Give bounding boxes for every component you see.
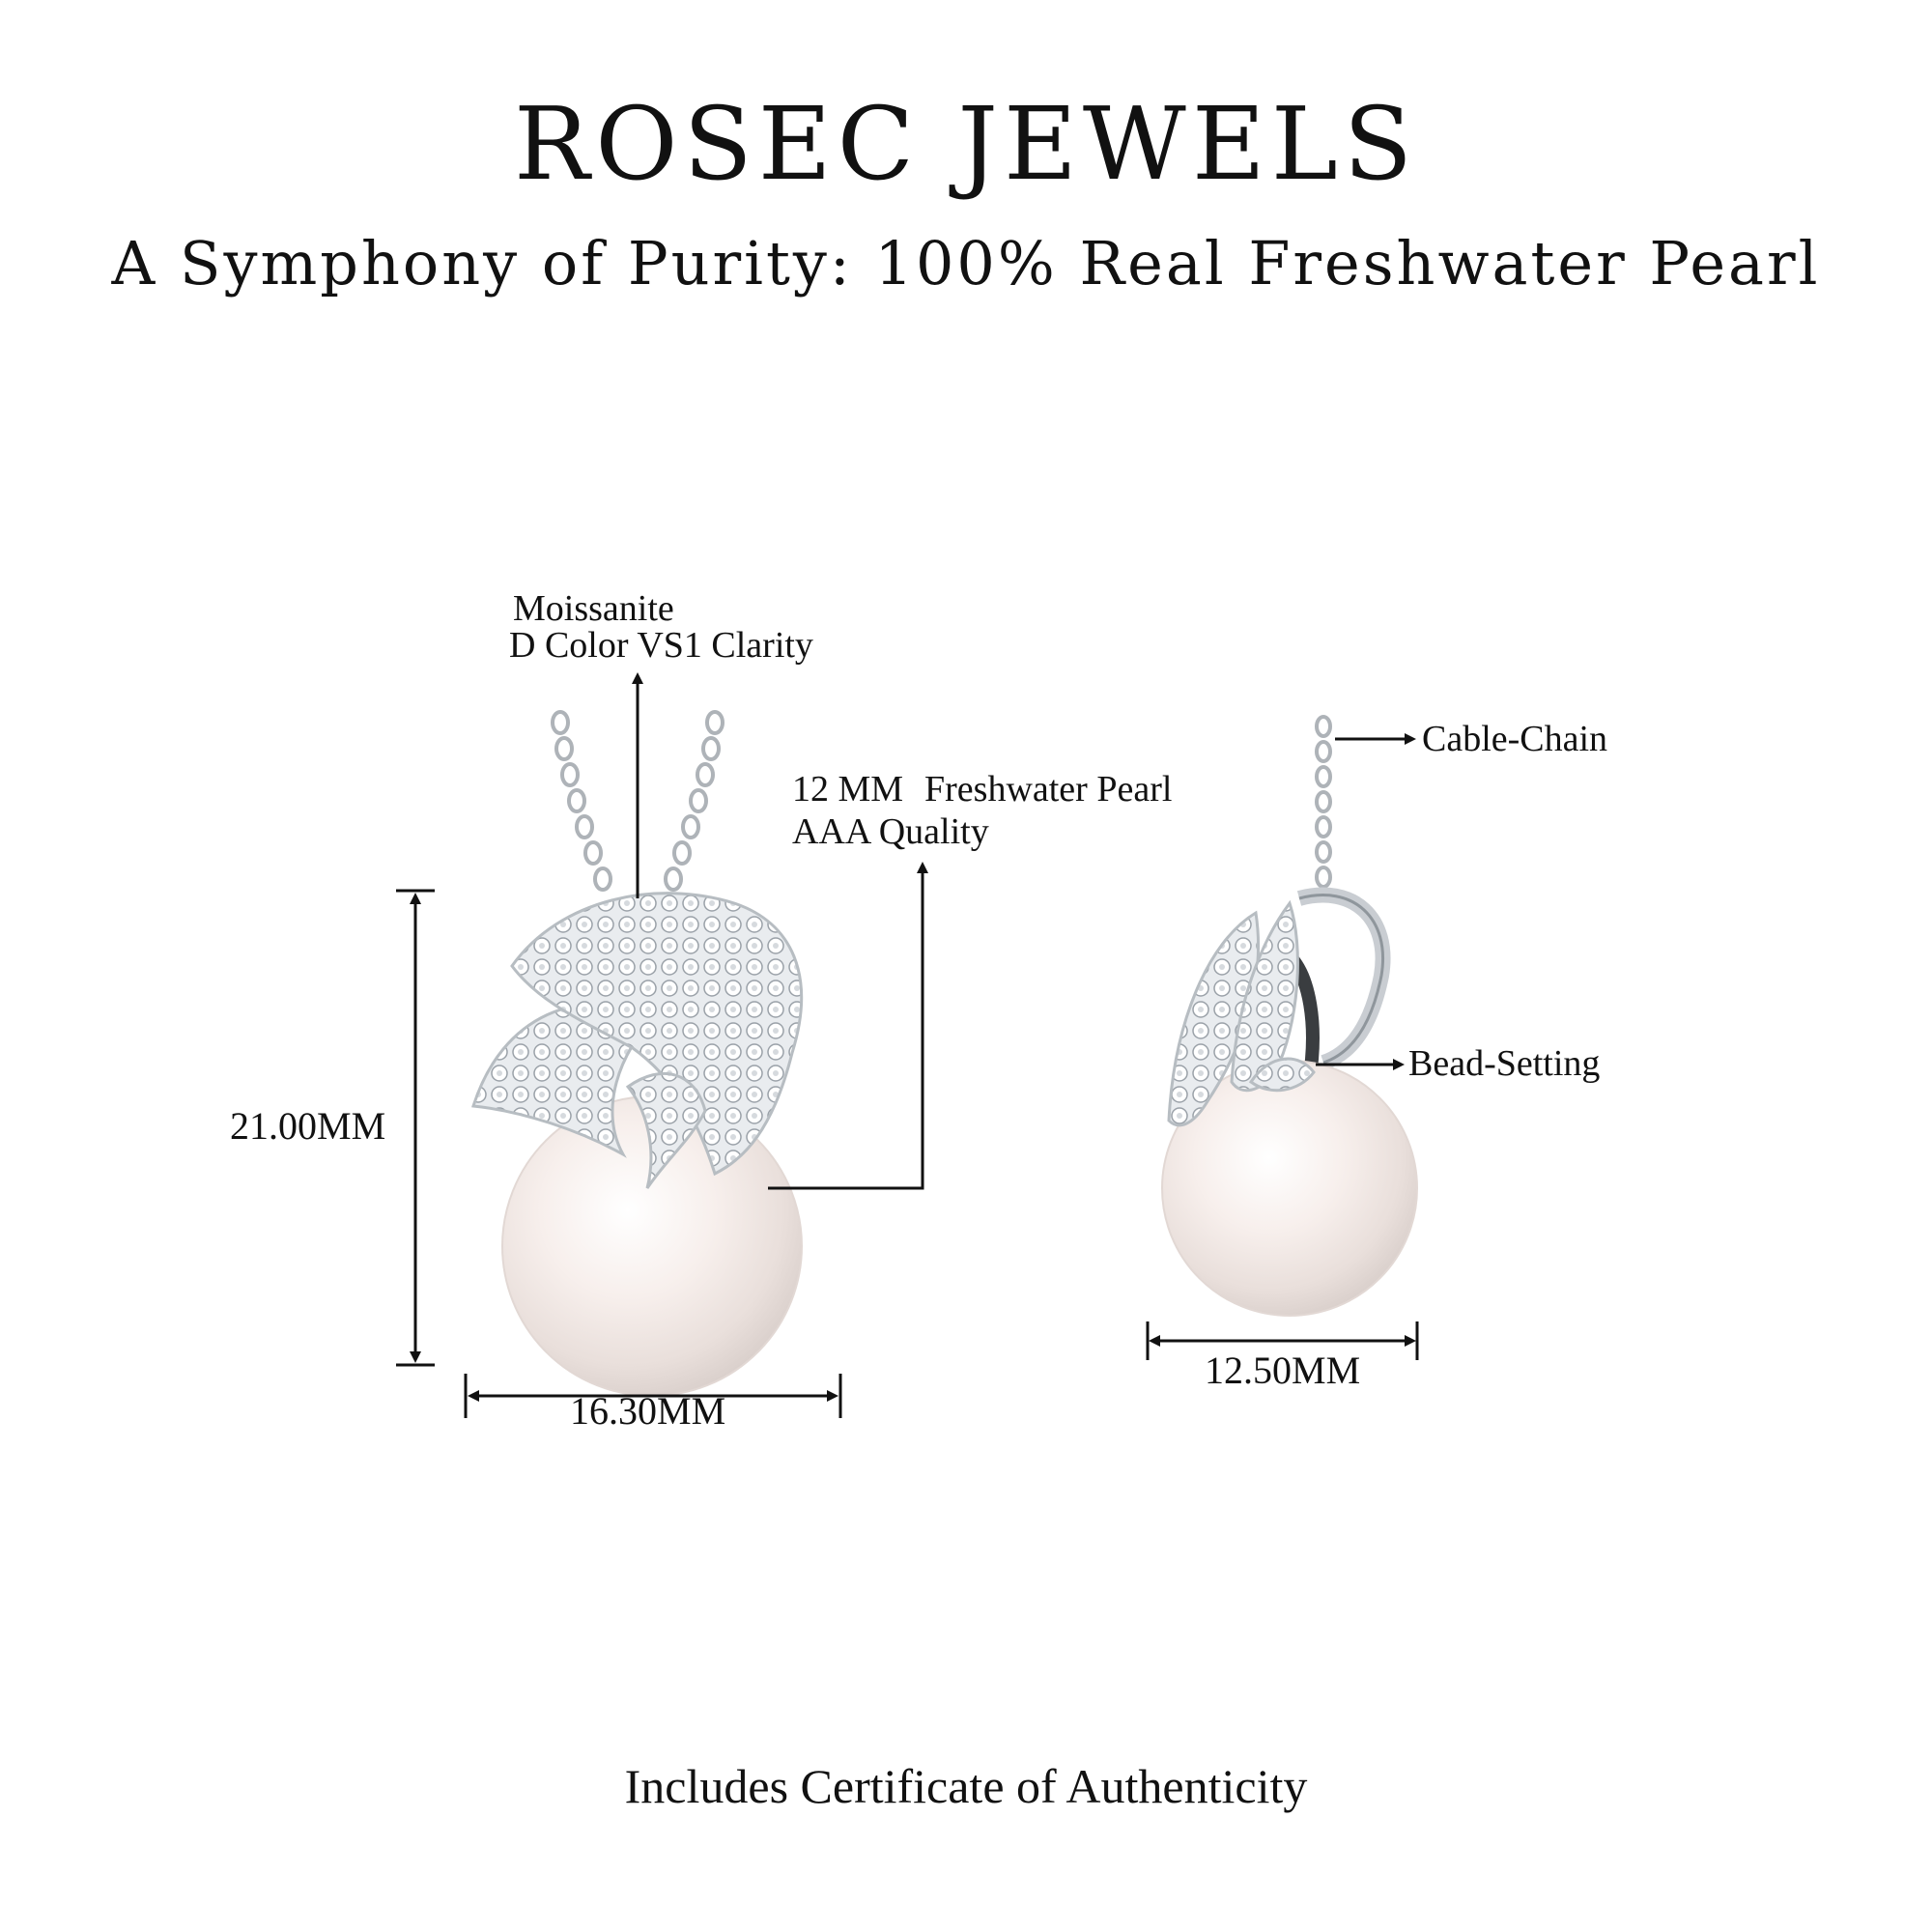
- front-leaf-tip: [625, 1071, 707, 1189]
- pearl-arrow: [768, 862, 928, 1190]
- front-leaf-left: [471, 1002, 660, 1158]
- cable-chain-label: Cable-Chain: [1422, 719, 1608, 759]
- height-dimension-text: 21.00MM: [230, 1104, 386, 1148]
- pearl-size-label: 12 MM: [792, 769, 904, 810]
- side-width-dimension-text: 12.50MM: [1205, 1349, 1361, 1392]
- front-leaf-main: [510, 892, 804, 1177]
- side-chain: [1315, 715, 1332, 889]
- pearl-quality-label: AAA Quality: [792, 811, 989, 852]
- width-dimension-text: 16.30MM: [570, 1389, 726, 1433]
- front-pendant: [471, 710, 804, 1397]
- pearl-type-label: Freshwater Pearl: [924, 769, 1173, 810]
- certificate-note: Includes Certificate of Authenticity: [624, 1759, 1308, 1813]
- side-pendant: [1161, 715, 1418, 1317]
- front-chain-right: [664, 710, 724, 892]
- moissanite-grade-label: D Color VS1 Clarity: [509, 625, 813, 666]
- front-chain-left: [551, 710, 612, 892]
- front-annotations: [396, 672, 928, 1418]
- side-annotations: [1146, 733, 1419, 1360]
- brand-title: ROSEC JEWELS: [513, 85, 1419, 203]
- tagline: A Symphony of Purity: 100% Real Freshwat…: [111, 228, 1821, 298]
- side-bead-setting: [1248, 1057, 1316, 1093]
- bead-setting-label: Bead-Setting: [1408, 1043, 1601, 1084]
- moissanite-label: Moissanite: [513, 588, 674, 629]
